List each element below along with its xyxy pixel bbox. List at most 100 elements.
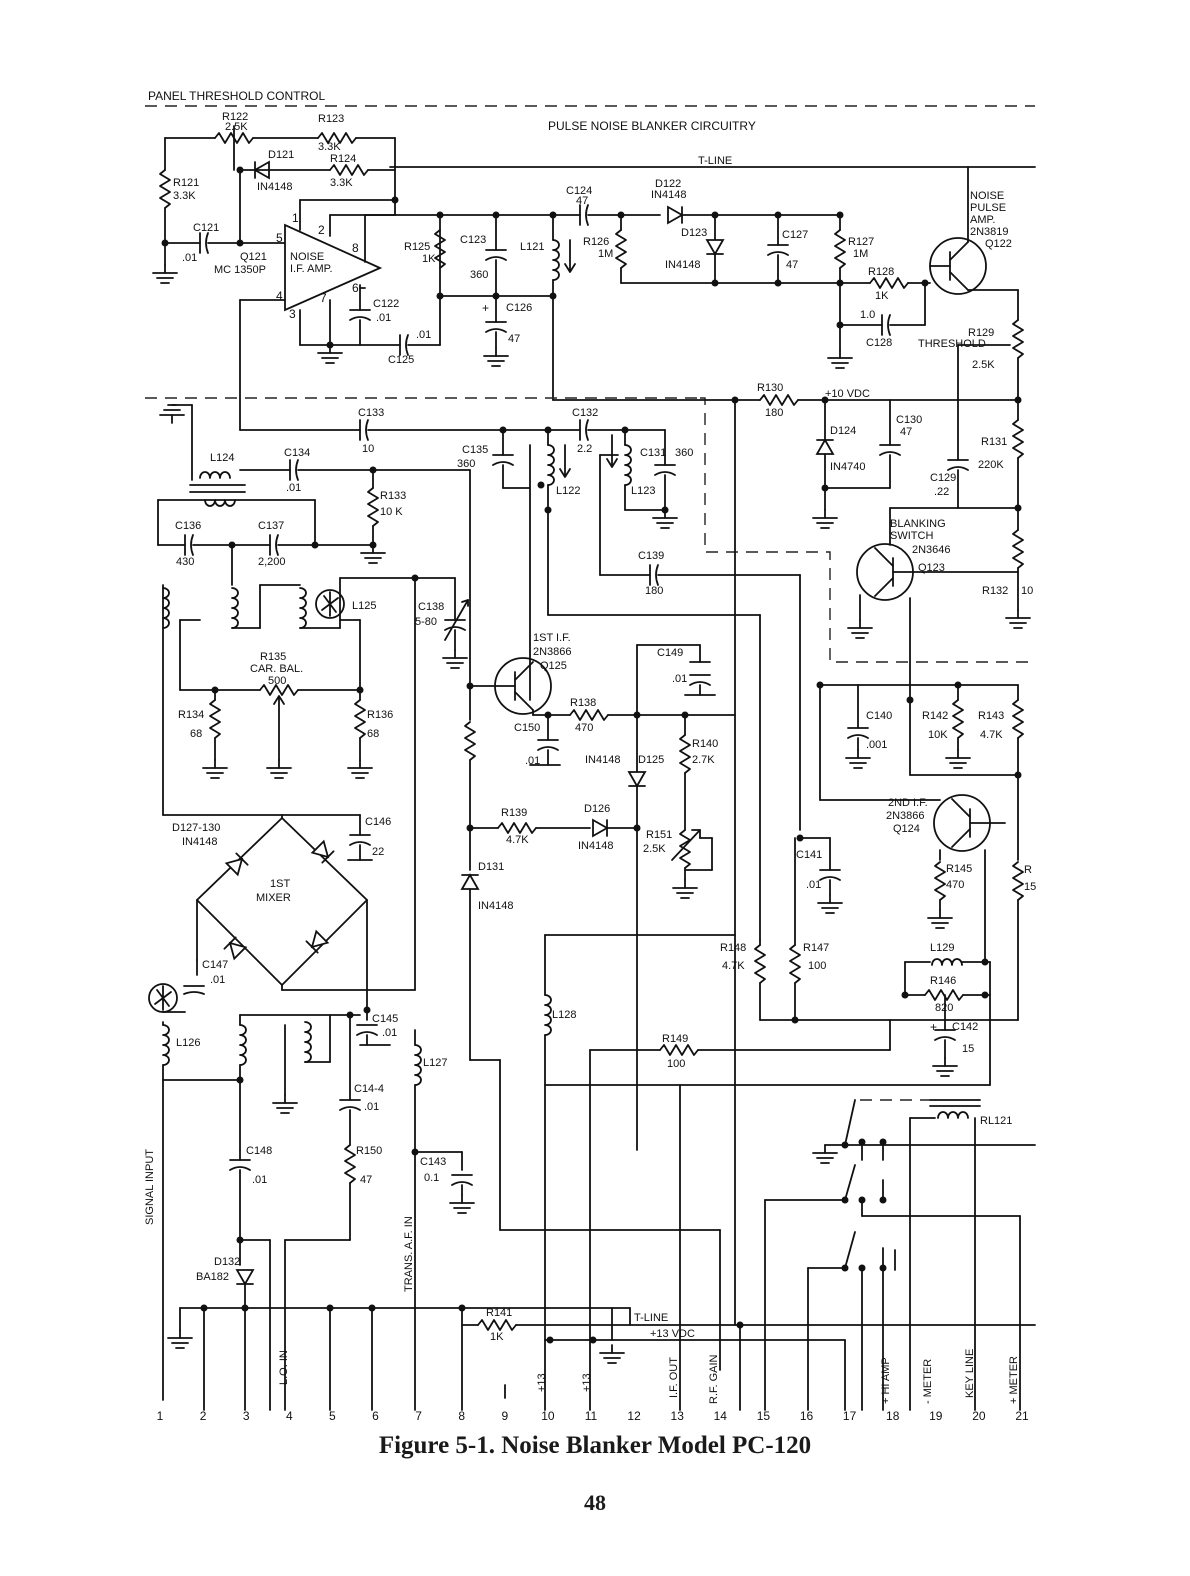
l123-label: L123	[631, 485, 655, 497]
d127-label: D127-130	[172, 822, 220, 834]
c140-label: C140	[866, 710, 892, 722]
c129-value: .22	[934, 486, 949, 498]
r124-value: 3.3K	[330, 177, 353, 189]
r129-label: R129	[968, 327, 994, 339]
c132-label: C132	[572, 407, 598, 419]
d131-value: IN4148	[478, 900, 513, 912]
l128-label: L128	[552, 1009, 576, 1021]
c149-value: .01	[672, 673, 687, 685]
d122-value: IN4148	[651, 189, 686, 201]
r140-value: 2.7K	[692, 754, 715, 766]
c136-value: 430	[176, 556, 194, 568]
c132-value: 2.2	[577, 443, 592, 455]
mixer-label-a: 1ST	[270, 878, 290, 890]
r142-value: 10K	[928, 729, 948, 741]
r128-label: R128	[868, 266, 894, 278]
r142-label: R142	[922, 710, 948, 722]
c146-label: C146	[365, 816, 391, 828]
r136-label: R136	[367, 709, 393, 721]
r139-value: 4.7K	[506, 834, 529, 846]
c135-value: 360	[457, 458, 475, 470]
amp-label-a: NOISE	[290, 251, 324, 263]
r123-value: 3.3K	[318, 141, 341, 153]
pin-number: 11	[585, 1409, 598, 1420]
q121-label: Q121	[240, 251, 267, 263]
r150-value: 47	[360, 1174, 372, 1186]
c121-label: C121	[193, 222, 219, 234]
d132-value: BA182	[196, 1271, 229, 1283]
d121-value: IN4148	[257, 181, 292, 193]
c138-value: 5-80	[415, 616, 437, 628]
r135-name: CAR. BAL.	[250, 663, 303, 675]
l121-label: L121	[520, 241, 544, 253]
r148-value: 4.7K	[722, 960, 745, 972]
q124-desc: 2ND I.F.	[888, 797, 928, 809]
d122-label: D122	[655, 178, 681, 190]
r151-value: 2.5K	[643, 843, 666, 855]
panel-threshold-label: PANEL THRESHOLD CONTROL	[148, 89, 325, 103]
noise-blanker-schematic: PANEL THRESHOLD CONTROL PULSE NOISE BLAN…	[144, 89, 1036, 1420]
r145-value: 470	[946, 879, 964, 891]
c134-value: .01	[286, 482, 301, 494]
r124-label: R124	[330, 153, 356, 165]
l129-label: L129	[930, 942, 954, 954]
r130-value: 180	[765, 407, 783, 419]
d131-label: D131	[478, 861, 504, 873]
t-line-label: T-LINE	[698, 155, 732, 167]
mixer-label-b: MIXER	[256, 892, 291, 904]
r149-value: 100	[667, 1058, 685, 1070]
r139-label: R139	[501, 807, 527, 819]
if-out-label: I.F. OUT	[668, 1357, 680, 1398]
c145-value: .01	[382, 1027, 397, 1039]
c136-label: C136	[175, 520, 201, 532]
c141-label: C141	[796, 849, 822, 861]
amp-label-b: I.F. AMP.	[290, 263, 333, 275]
c124-label: C124	[566, 185, 592, 197]
q123-desc-b: SWITCH	[890, 530, 933, 542]
c134-label: C134	[284, 447, 310, 459]
r133-label: R133	[380, 490, 406, 502]
hi-amp-label: + HI AMP	[880, 1357, 892, 1404]
c121-value: .01	[182, 252, 197, 264]
l124-label: L124	[210, 452, 234, 464]
svg-text:5: 5	[276, 231, 283, 245]
pin-number: 7	[415, 1409, 422, 1420]
svg-text:8: 8	[352, 241, 359, 255]
d123-value: IN4148	[665, 259, 700, 271]
r146-label: R146	[930, 975, 956, 987]
q122-desc-a: NOISE	[970, 190, 1004, 202]
svg-text:6: 6	[352, 281, 359, 295]
c142-value: 15	[962, 1043, 974, 1055]
pin-number: 13	[671, 1409, 685, 1420]
pin-number: 18	[886, 1409, 900, 1420]
r131-label: R131	[981, 436, 1007, 448]
c142-label: C142	[952, 1021, 978, 1033]
pin-number: 1	[157, 1409, 164, 1420]
c135-label: C135	[462, 444, 488, 456]
r136-value: 68	[367, 728, 379, 740]
c144-label: C14-4	[354, 1083, 384, 1095]
c122-value: .01	[376, 312, 391, 324]
page-number: 48	[584, 1490, 606, 1515]
c139-label: C139	[638, 550, 664, 562]
q123-desc-a: BLANKING	[890, 518, 946, 530]
c125-label: C125	[388, 354, 414, 366]
pin-number: 6	[372, 1409, 379, 1420]
pin-number: 3	[243, 1409, 250, 1420]
c133-label: C133	[358, 407, 384, 419]
c143-value: 0.1	[424, 1172, 439, 1184]
r123-label: R123	[318, 113, 344, 125]
pin-number: 5	[329, 1409, 336, 1420]
r133-value: 10 K	[380, 506, 403, 518]
r121-label: R121	[173, 177, 199, 189]
c131-label: C131	[640, 447, 666, 459]
r127-value: 1M	[853, 248, 868, 260]
c128-label: C128	[866, 337, 892, 349]
r135-value: 500	[268, 675, 286, 687]
r132-value: 10	[1021, 585, 1033, 597]
c124-value: 47	[576, 195, 588, 207]
r128-value: 1K	[875, 290, 889, 302]
q123-part: 2N3646	[912, 544, 951, 556]
q121-part: MC 1350P	[214, 264, 266, 276]
svg-text:4: 4	[276, 289, 283, 303]
